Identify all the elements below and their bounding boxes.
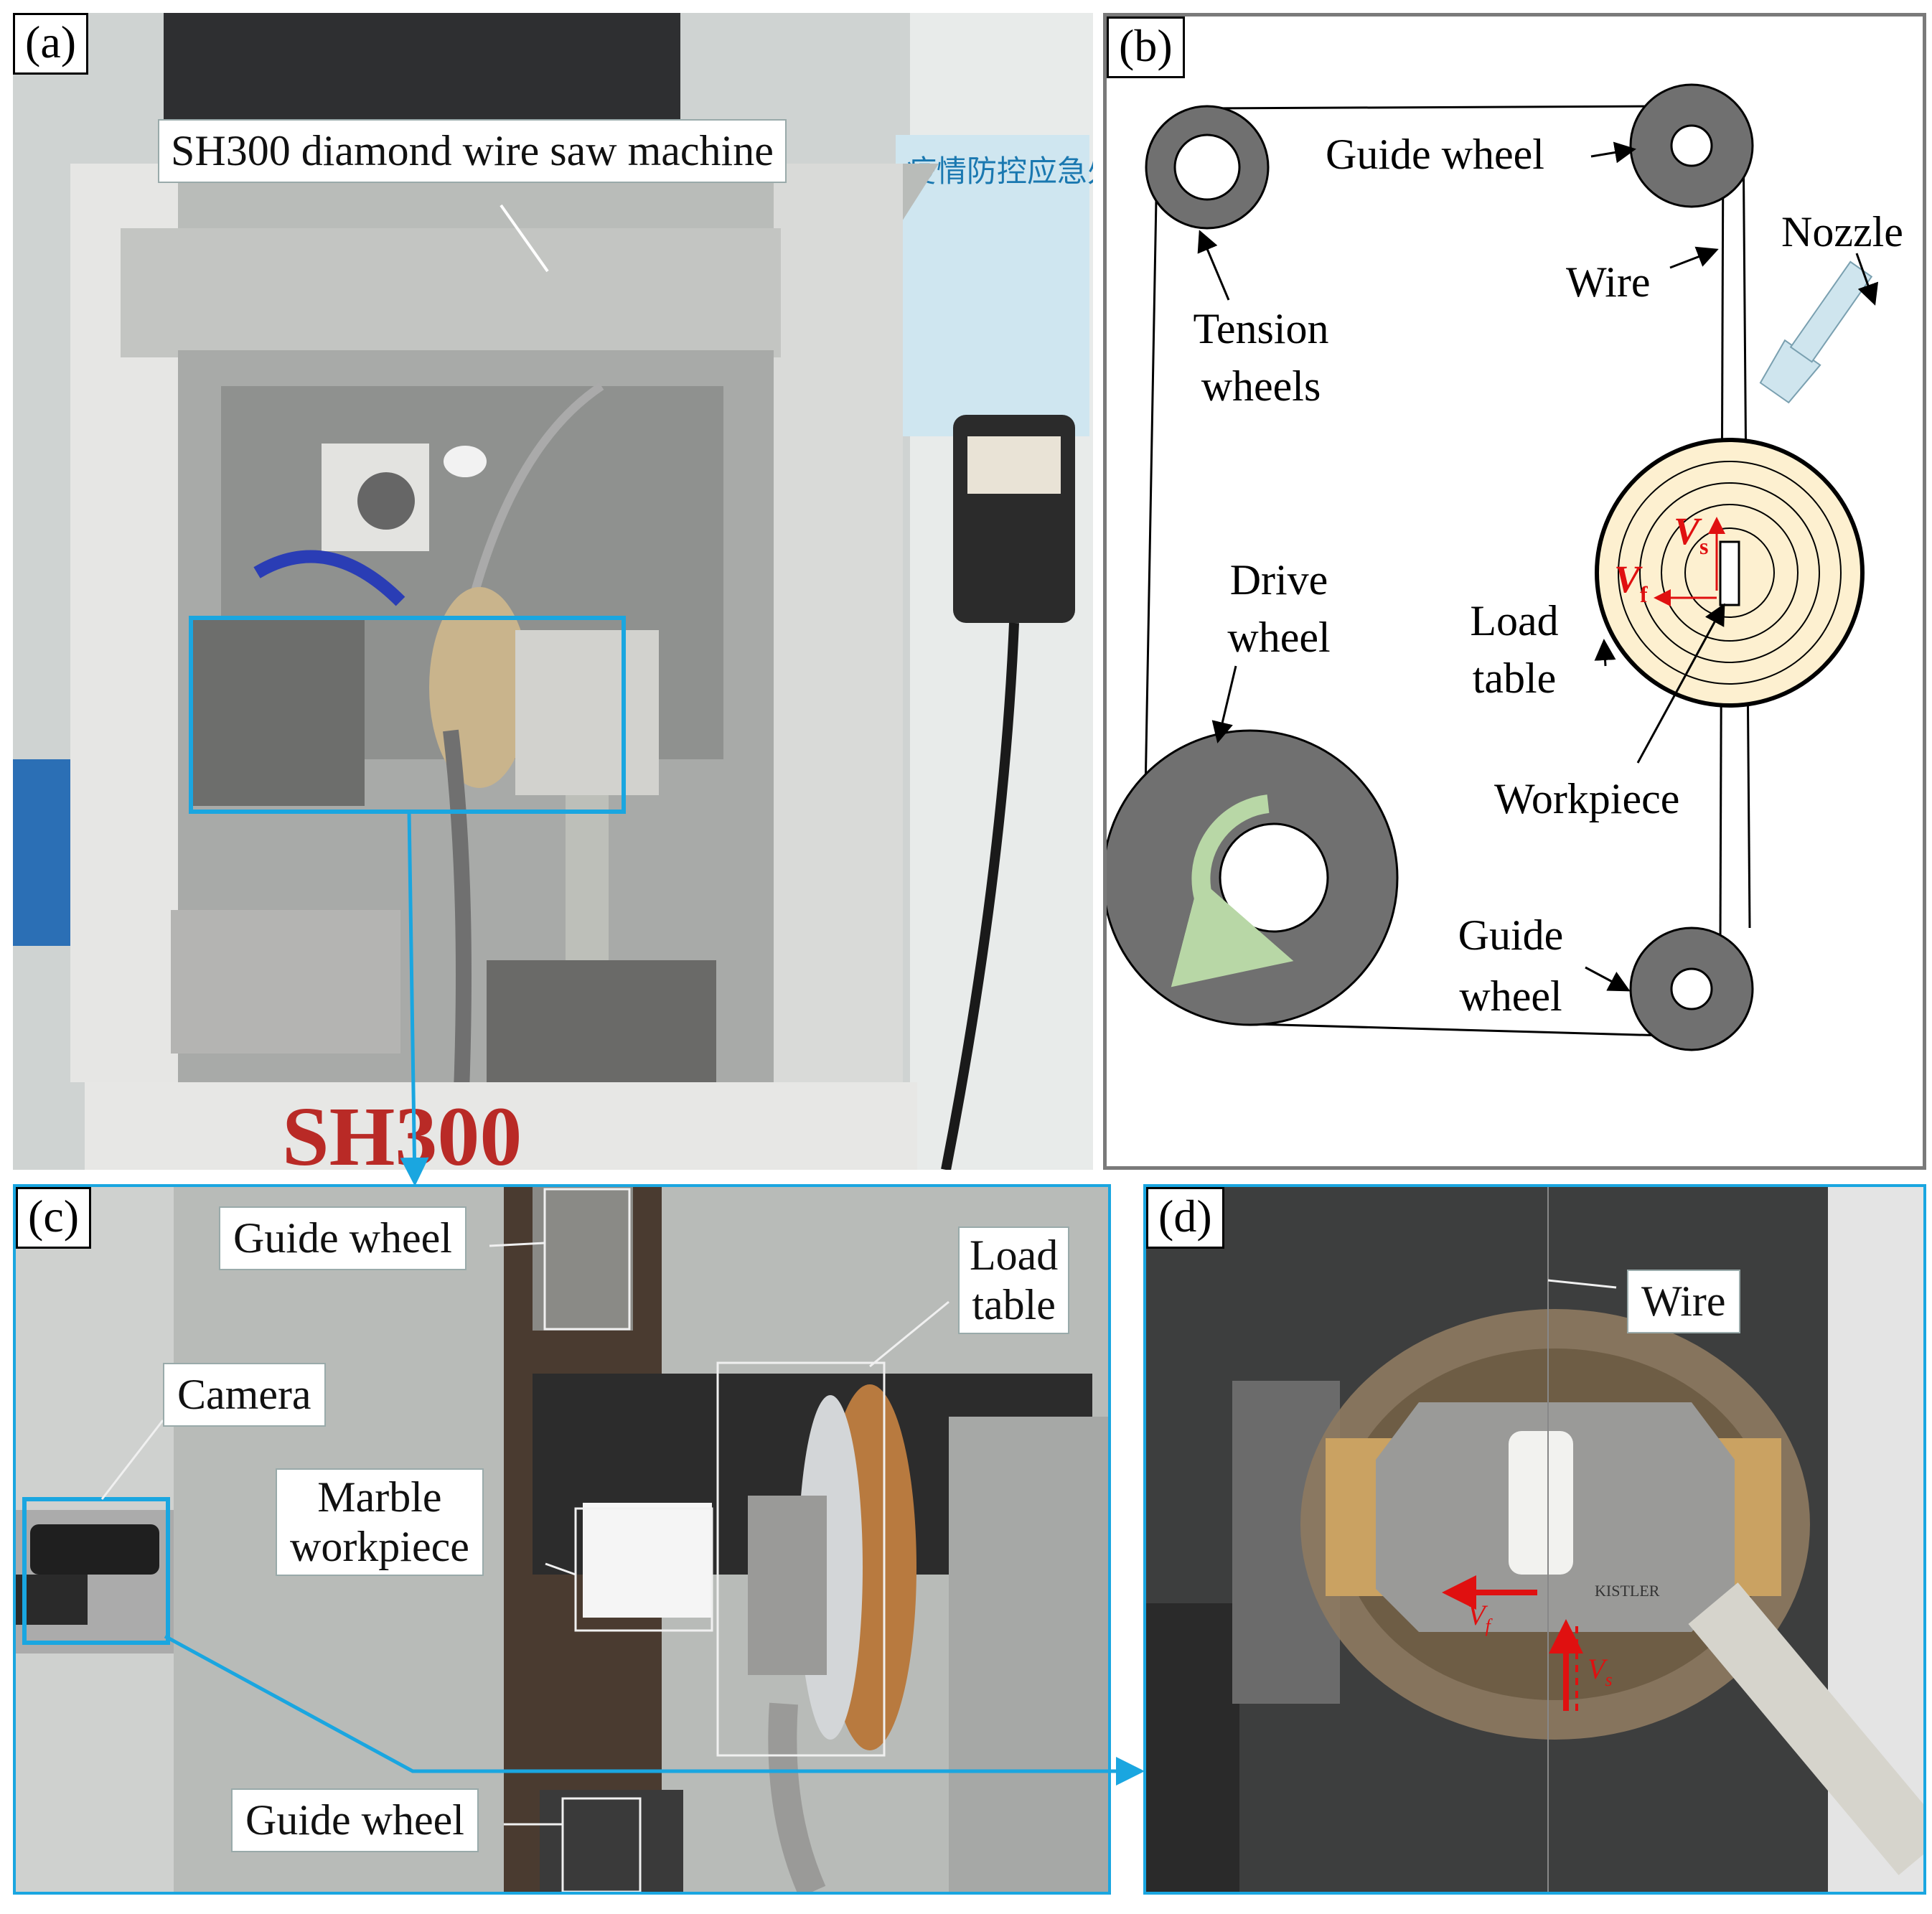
- panel-b: (b): [1103, 13, 1926, 1170]
- leader-wire: [1669, 246, 1719, 269]
- vf-label: Vf: [1614, 558, 1648, 607]
- callout-load-table: Load table: [958, 1226, 1070, 1334]
- workpiece-rect: [1719, 540, 1740, 606]
- camera-device: [30, 1524, 159, 1575]
- callout-marble-workpiece: Marble workpiece: [276, 1468, 484, 1576]
- sensor-brand-text: KISTLER: [1595, 1582, 1660, 1600]
- wire-saw-schematic: Vs Vf Guide wheel Nozzle Wire Tension wh…: [1107, 83, 1903, 1051]
- leader-nozzle: [1855, 253, 1879, 306]
- zoom-region-box: [189, 616, 626, 814]
- label-workpiece: Workpiece: [1494, 775, 1679, 822]
- vf-label-photo: Vf: [1468, 1599, 1493, 1636]
- workpiece-photo: KISTLER Vf Vs: [1146, 1187, 1923, 1892]
- tension-wheel: [1145, 105, 1270, 230]
- vs-label: Vs: [1674, 510, 1708, 559]
- label-load: Load: [1470, 597, 1558, 644]
- label-wire: Wire: [1566, 258, 1651, 306]
- guide-wheel-top: [1629, 83, 1754, 208]
- leader-guide-bottom: [1585, 966, 1631, 992]
- callout-camera: Camera: [163, 1363, 326, 1427]
- wall-poster: [896, 135, 1089, 436]
- callout-load: Load: [970, 1232, 1059, 1279]
- label-table: table: [1473, 655, 1557, 702]
- panel-label-d: (d): [1146, 1187, 1224, 1249]
- label-guide-wheel-top: Guide wheel: [1326, 131, 1544, 178]
- rotation-arrow-icon: [1171, 794, 1294, 988]
- callout-table: table: [972, 1281, 1056, 1328]
- closeup-photo: [16, 1187, 1108, 1892]
- panel-label-b: (b): [1107, 17, 1185, 78]
- callout-guide-wheel-top: Guide wheel: [219, 1206, 466, 1270]
- panel-c: (c) Guide wheel Load table Camera Marble…: [13, 1184, 1111, 1895]
- callout-wire: Wire: [1627, 1270, 1740, 1333]
- label-drive: Drive: [1230, 556, 1328, 604]
- leader-tension: [1197, 230, 1230, 301]
- load-table: [1595, 438, 1865, 708]
- brand-text-sh300: SH300: [282, 1089, 522, 1170]
- label-wheels: wheels: [1201, 362, 1321, 410]
- leader-drive: [1211, 665, 1237, 743]
- leader-guide-top: [1590, 141, 1636, 164]
- label-nozzle: Nozzle: [1781, 208, 1903, 255]
- panel-label-a: (a): [13, 13, 89, 75]
- leader-workpiece: [1636, 603, 1725, 764]
- panel-label-c: (c): [16, 1187, 92, 1249]
- camera-highlight-box: [22, 1497, 170, 1645]
- callout-guide-wheel-bottom: Guide wheel: [231, 1788, 479, 1852]
- poster-text: 疫情防控应急处理流程: [906, 155, 1093, 189]
- vs-label-photo: Vs: [1588, 1653, 1613, 1690]
- guide-wheel-bottom: [1629, 926, 1754, 1051]
- wire-leader: [1547, 1279, 1617, 1289]
- workpiece-photo-block: [1509, 1431, 1573, 1575]
- panel-a: 疫情防控应急处理流程 SH300 (a) SH300 diamond wire …: [13, 13, 1093, 1170]
- marble-block: [583, 1503, 712, 1618]
- nozzle-icon: [1759, 261, 1873, 404]
- callout-marble: Marble: [317, 1473, 442, 1521]
- label-guide-wheel-bottom: wheel: [1459, 972, 1562, 1020]
- leader-load-table: [1594, 639, 1616, 667]
- drive-wheel: [1107, 729, 1399, 1026]
- label-drive-wheel: wheel: [1227, 614, 1330, 661]
- label-tension: Tension: [1193, 305, 1328, 352]
- callout-leader-a: [500, 204, 549, 273]
- panel-d: KISTLER Vf Vs (d) Wire: [1143, 1184, 1926, 1895]
- callout-workpiece: workpiece: [290, 1523, 469, 1570]
- callout-machine: SH300 diamond wire saw machine: [158, 119, 787, 183]
- machine-photo: 疫情防控应急处理流程 SH300: [13, 13, 1093, 1170]
- label-guide: Guide: [1458, 911, 1564, 959]
